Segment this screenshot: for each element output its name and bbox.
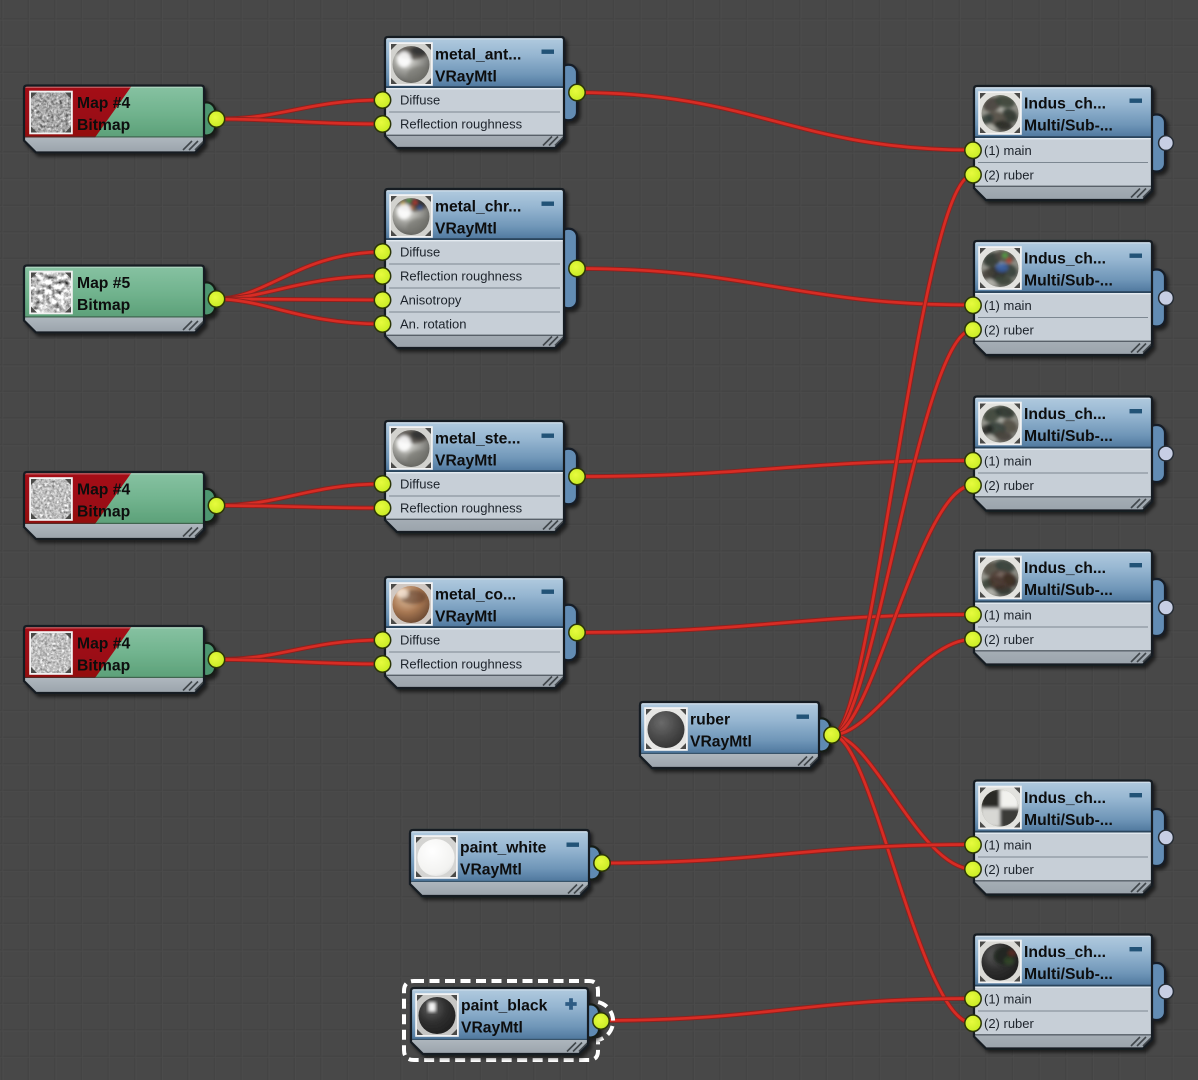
- svg-text:metal_chr...: metal_chr...: [435, 199, 521, 216]
- svg-text:VRayMtl: VRayMtl: [435, 69, 497, 86]
- svg-text:Multi/Sub-...: Multi/Sub-...: [1024, 966, 1113, 983]
- svg-text:(2) ruber: (2) ruber: [984, 862, 1035, 877]
- svg-text:(2) ruber: (2) ruber: [984, 1016, 1035, 1031]
- svg-text:Diffuse: Diffuse: [400, 477, 440, 492]
- svg-text:Indus_ch...: Indus_ch...: [1024, 790, 1106, 807]
- svg-text:Multi/Sub-...: Multi/Sub-...: [1024, 118, 1113, 135]
- svg-text:Bitmap: Bitmap: [77, 504, 130, 521]
- svg-text:(1) main: (1) main: [984, 453, 1032, 468]
- svg-text:Multi/Sub-...: Multi/Sub-...: [1024, 428, 1113, 445]
- svg-text:(2) ruber: (2) ruber: [984, 167, 1035, 182]
- svg-text:Map #4: Map #4: [77, 95, 130, 112]
- svg-text:VRayMtl: VRayMtl: [460, 862, 522, 879]
- svg-text:Indus_ch...: Indus_ch...: [1024, 560, 1106, 577]
- svg-text:Reflection roughness: Reflection roughness: [400, 501, 523, 516]
- svg-text:Indus_ch...: Indus_ch...: [1024, 944, 1106, 961]
- svg-text:Bitmap: Bitmap: [77, 658, 130, 675]
- svg-text:Reflection roughness: Reflection roughness: [400, 117, 523, 132]
- svg-text:Multi/Sub-...: Multi/Sub-...: [1024, 582, 1113, 599]
- svg-text:Bitmap: Bitmap: [77, 117, 130, 134]
- svg-text:Indus_ch...: Indus_ch...: [1024, 406, 1106, 423]
- svg-text:Diffuse: Diffuse: [400, 633, 440, 648]
- svg-text:Bitmap: Bitmap: [77, 297, 130, 314]
- svg-text:metal_ant...: metal_ant...: [435, 47, 521, 64]
- svg-text:paint_black: paint_black: [461, 998, 548, 1015]
- svg-text:VRayMtl: VRayMtl: [461, 1020, 523, 1037]
- svg-text:(2) ruber: (2) ruber: [984, 478, 1035, 493]
- svg-text:ruber: ruber: [690, 712, 730, 729]
- svg-text:paint_white: paint_white: [460, 840, 547, 857]
- svg-text:Map #4: Map #4: [77, 636, 130, 653]
- svg-text:An. rotation: An. rotation: [400, 317, 467, 332]
- svg-text:(2) ruber: (2) ruber: [984, 632, 1035, 647]
- svg-text:(1) main: (1) main: [984, 143, 1032, 158]
- svg-text:metal_co...: metal_co...: [435, 587, 516, 604]
- svg-text:VRayMtl: VRayMtl: [435, 221, 497, 238]
- svg-text:Diffuse: Diffuse: [400, 93, 440, 108]
- svg-text:Multi/Sub-...: Multi/Sub-...: [1024, 812, 1113, 829]
- svg-text:metal_ste...: metal_ste...: [435, 431, 520, 448]
- svg-text:(1) main: (1) main: [984, 837, 1032, 852]
- svg-text:Map #5: Map #5: [77, 275, 130, 292]
- svg-text:(1) main: (1) main: [984, 991, 1032, 1006]
- svg-text:Indus_ch...: Indus_ch...: [1024, 96, 1106, 113]
- svg-text:VRayMtl: VRayMtl: [435, 453, 497, 470]
- svg-text:(1) main: (1) main: [984, 298, 1032, 313]
- svg-text:VRayMtl: VRayMtl: [435, 609, 497, 626]
- svg-text:(1) main: (1) main: [984, 607, 1032, 622]
- svg-text:Reflection roughness: Reflection roughness: [400, 269, 523, 284]
- svg-text:(2) ruber: (2) ruber: [984, 322, 1035, 337]
- svg-text:Indus_ch...: Indus_ch...: [1024, 251, 1106, 268]
- svg-text:Reflection roughness: Reflection roughness: [400, 657, 523, 672]
- svg-text:Diffuse: Diffuse: [400, 245, 440, 260]
- svg-text:Anisotropy: Anisotropy: [400, 293, 462, 308]
- svg-text:Map #4: Map #4: [77, 482, 130, 499]
- svg-text:VRayMtl: VRayMtl: [690, 734, 752, 751]
- svg-text:Multi/Sub-...: Multi/Sub-...: [1024, 273, 1113, 290]
